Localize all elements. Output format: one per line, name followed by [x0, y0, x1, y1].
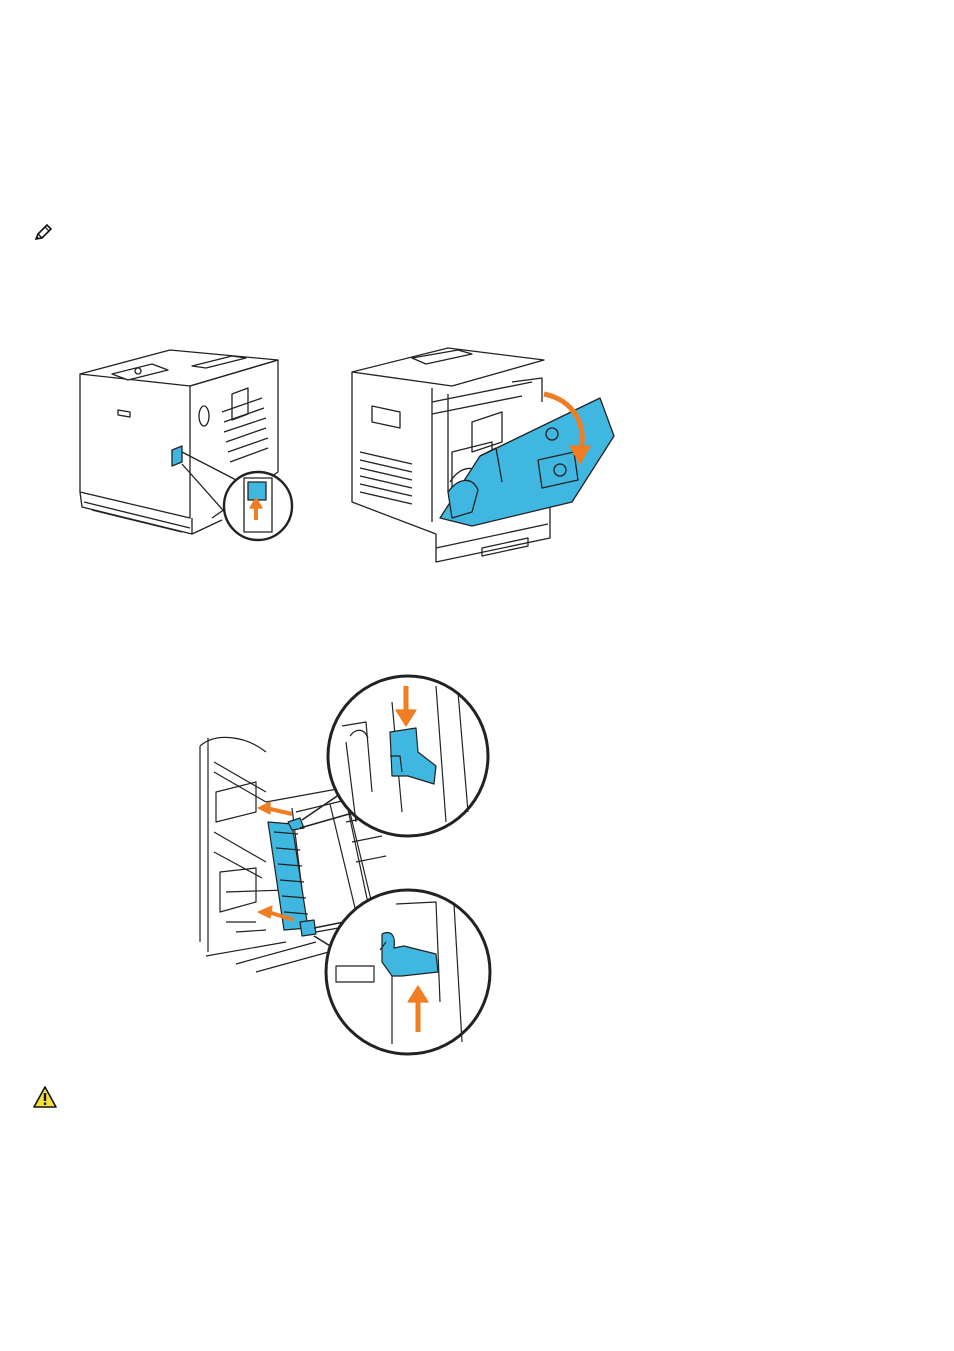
- figure-fuser-levers: [196, 672, 490, 1064]
- top-lever-callout: [328, 676, 488, 836]
- figure-printer-cover-open: [72, 342, 620, 568]
- caution-triangle-icon: [33, 1086, 57, 1108]
- note-pencil-icon: [33, 224, 53, 242]
- bottom-lever-callout: [326, 890, 490, 1054]
- printer-closed-illustration: [80, 350, 292, 540]
- printer-open-illustration: [352, 348, 614, 562]
